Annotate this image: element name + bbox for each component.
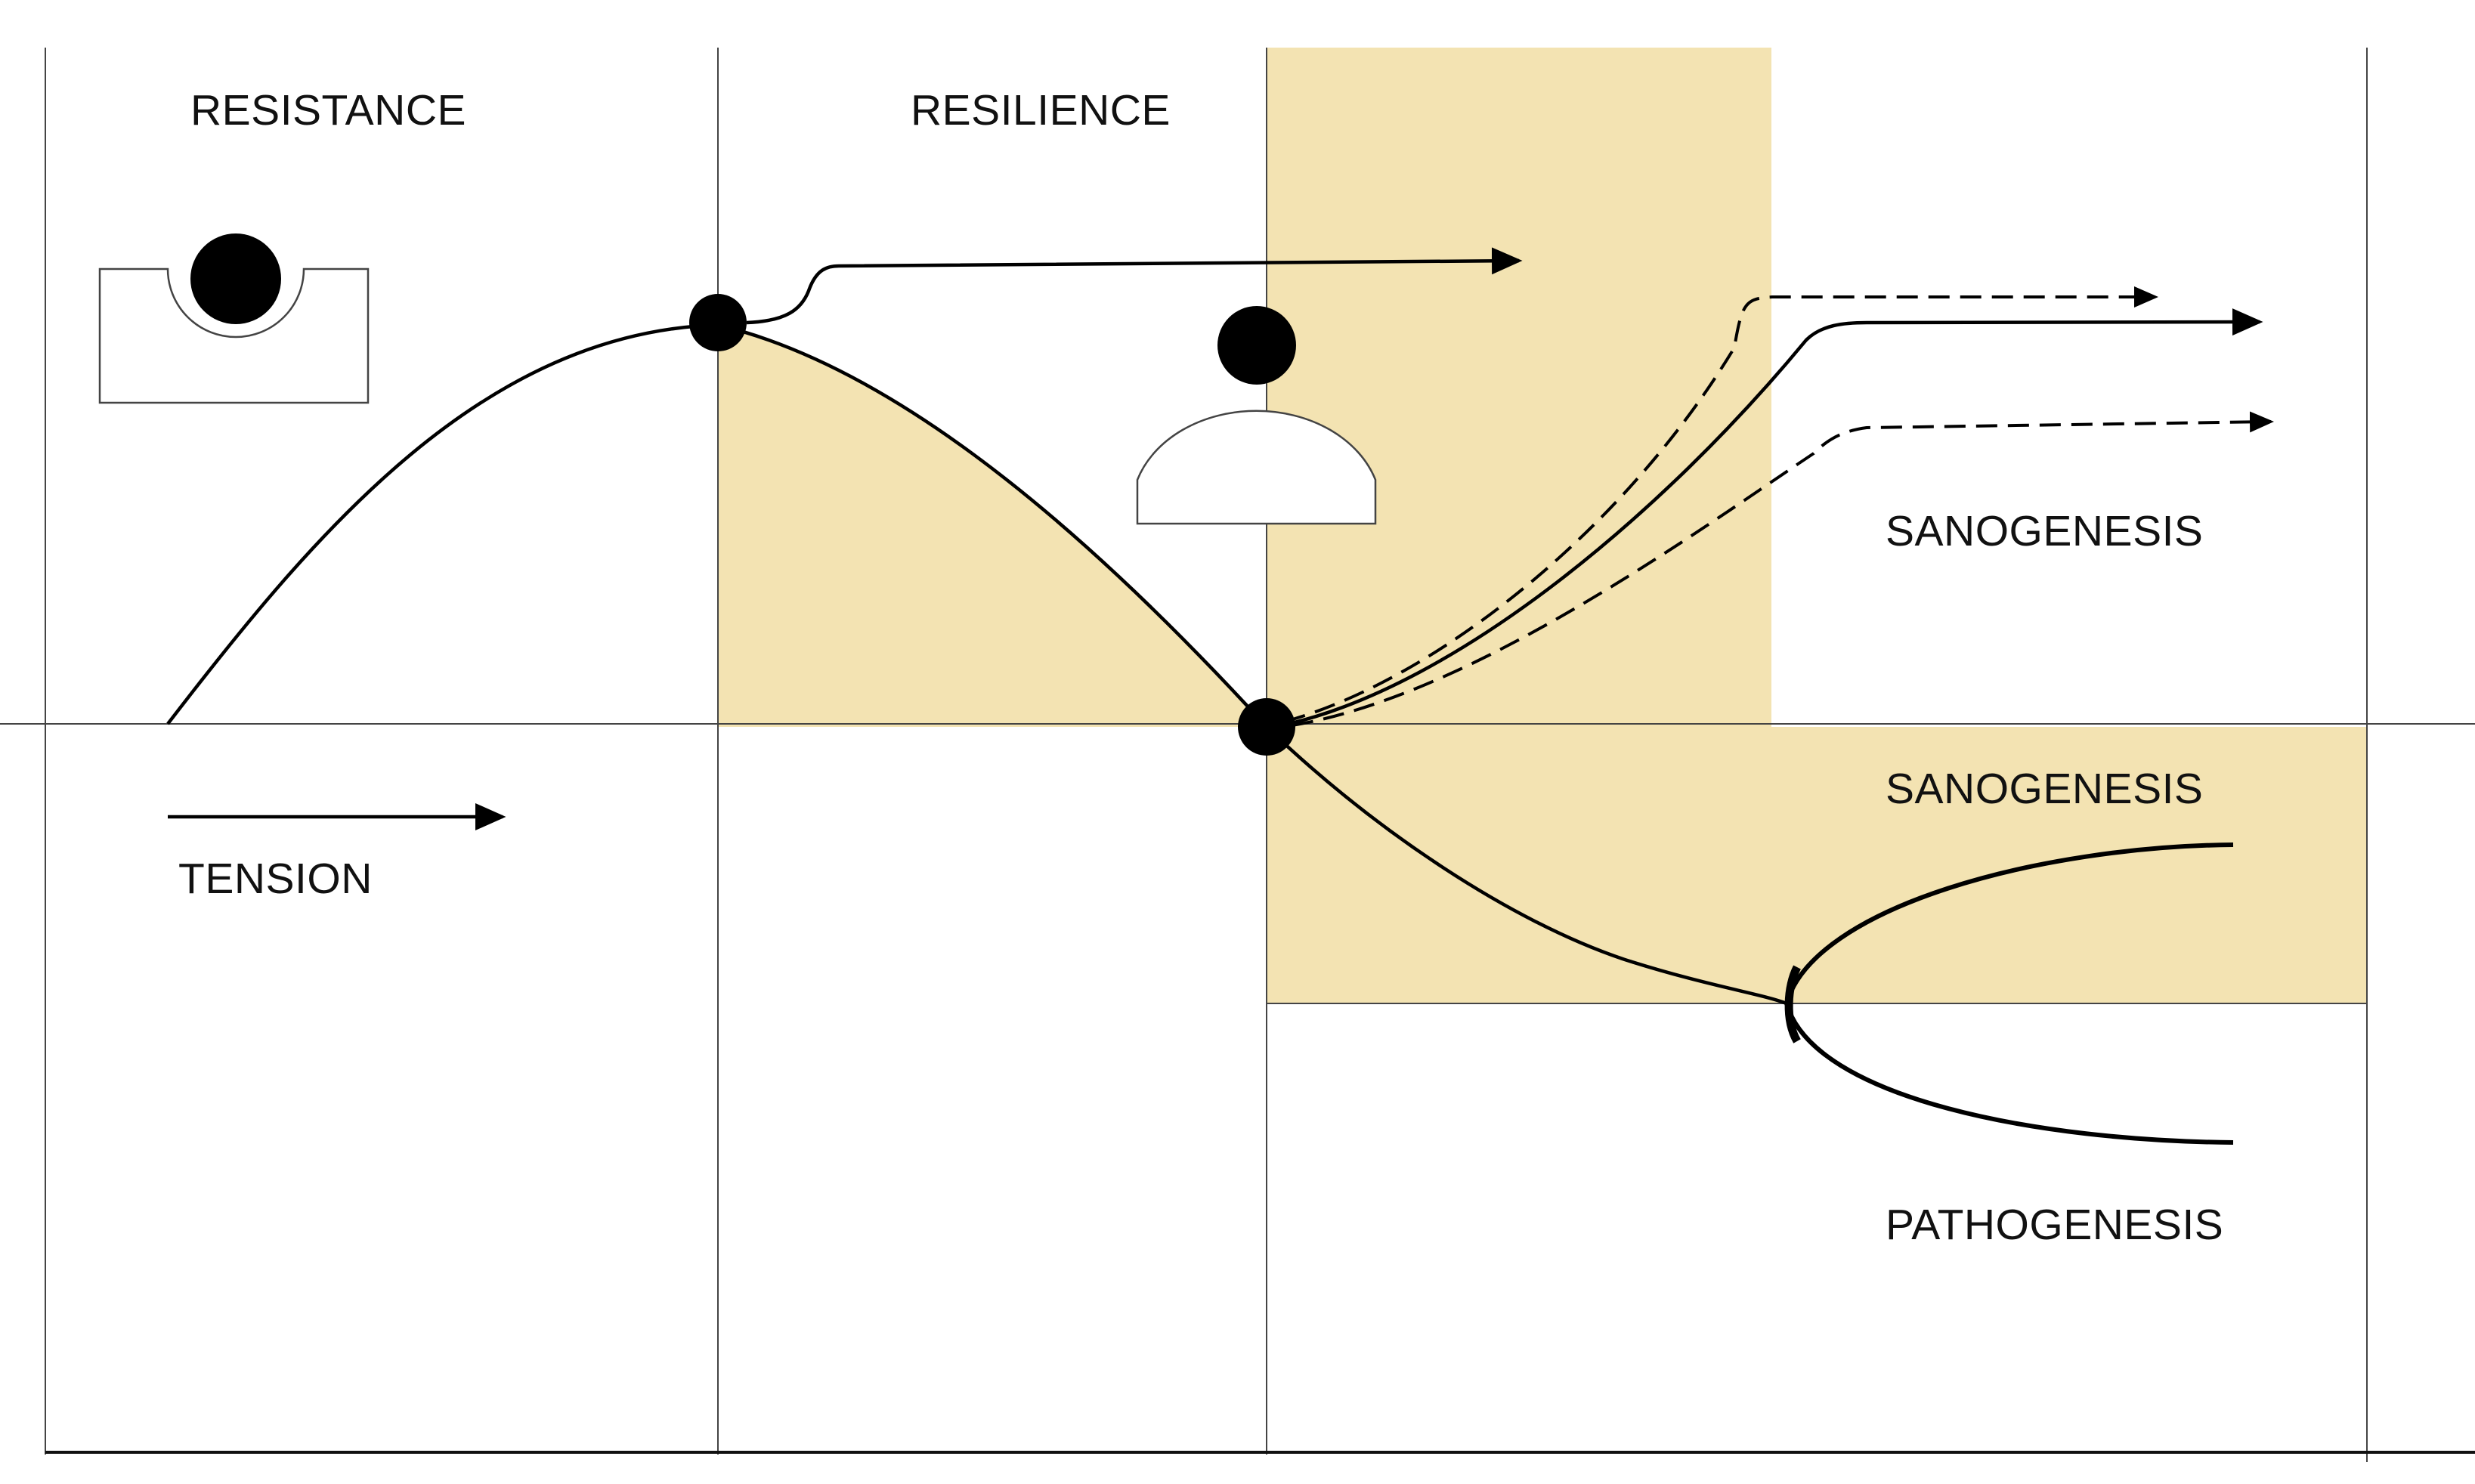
ball-on-dome-icon	[1136, 306, 1377, 525]
peak-marker-dot	[689, 294, 747, 351]
ball-in-cup-icon	[98, 233, 370, 404]
resilience-shaded-region	[718, 325, 1267, 727]
fork-vertex-emphasis	[1784, 965, 1801, 1043]
resilience-escape-arrow	[746, 247, 1523, 325]
pathogenesis-fork-branch	[1784, 1003, 2234, 1145]
sanogenesis-lower-label: SANOGENESIS	[1886, 765, 2203, 813]
sanogenesis-fork-branch	[1784, 842, 2234, 1004]
tension-label: TENSION	[178, 855, 373, 903]
dome-shape	[1136, 410, 1377, 525]
pathogenesis-label: PATHOGENESIS	[1886, 1201, 2223, 1249]
cup-shape	[98, 267, 370, 404]
main-stress-curve	[166, 323, 1787, 1006]
recovery-path-dashed-lower	[1292, 411, 2274, 727]
sanogenesis-upper-label: SANOGENESIS	[1886, 507, 2203, 555]
unstable-ball	[1217, 306, 1296, 385]
resistance-label: RESISTANCE	[190, 86, 466, 134]
recovery-path-dashed-upper	[1284, 286, 2158, 723]
threshold-marker-dot	[1238, 698, 1295, 756]
resilience-recovery-band	[1267, 48, 1771, 727]
resilience-label: RESILIENCE	[911, 86, 1171, 134]
recovery-path-solid	[1288, 308, 2263, 726]
stable-ball	[190, 233, 281, 324]
